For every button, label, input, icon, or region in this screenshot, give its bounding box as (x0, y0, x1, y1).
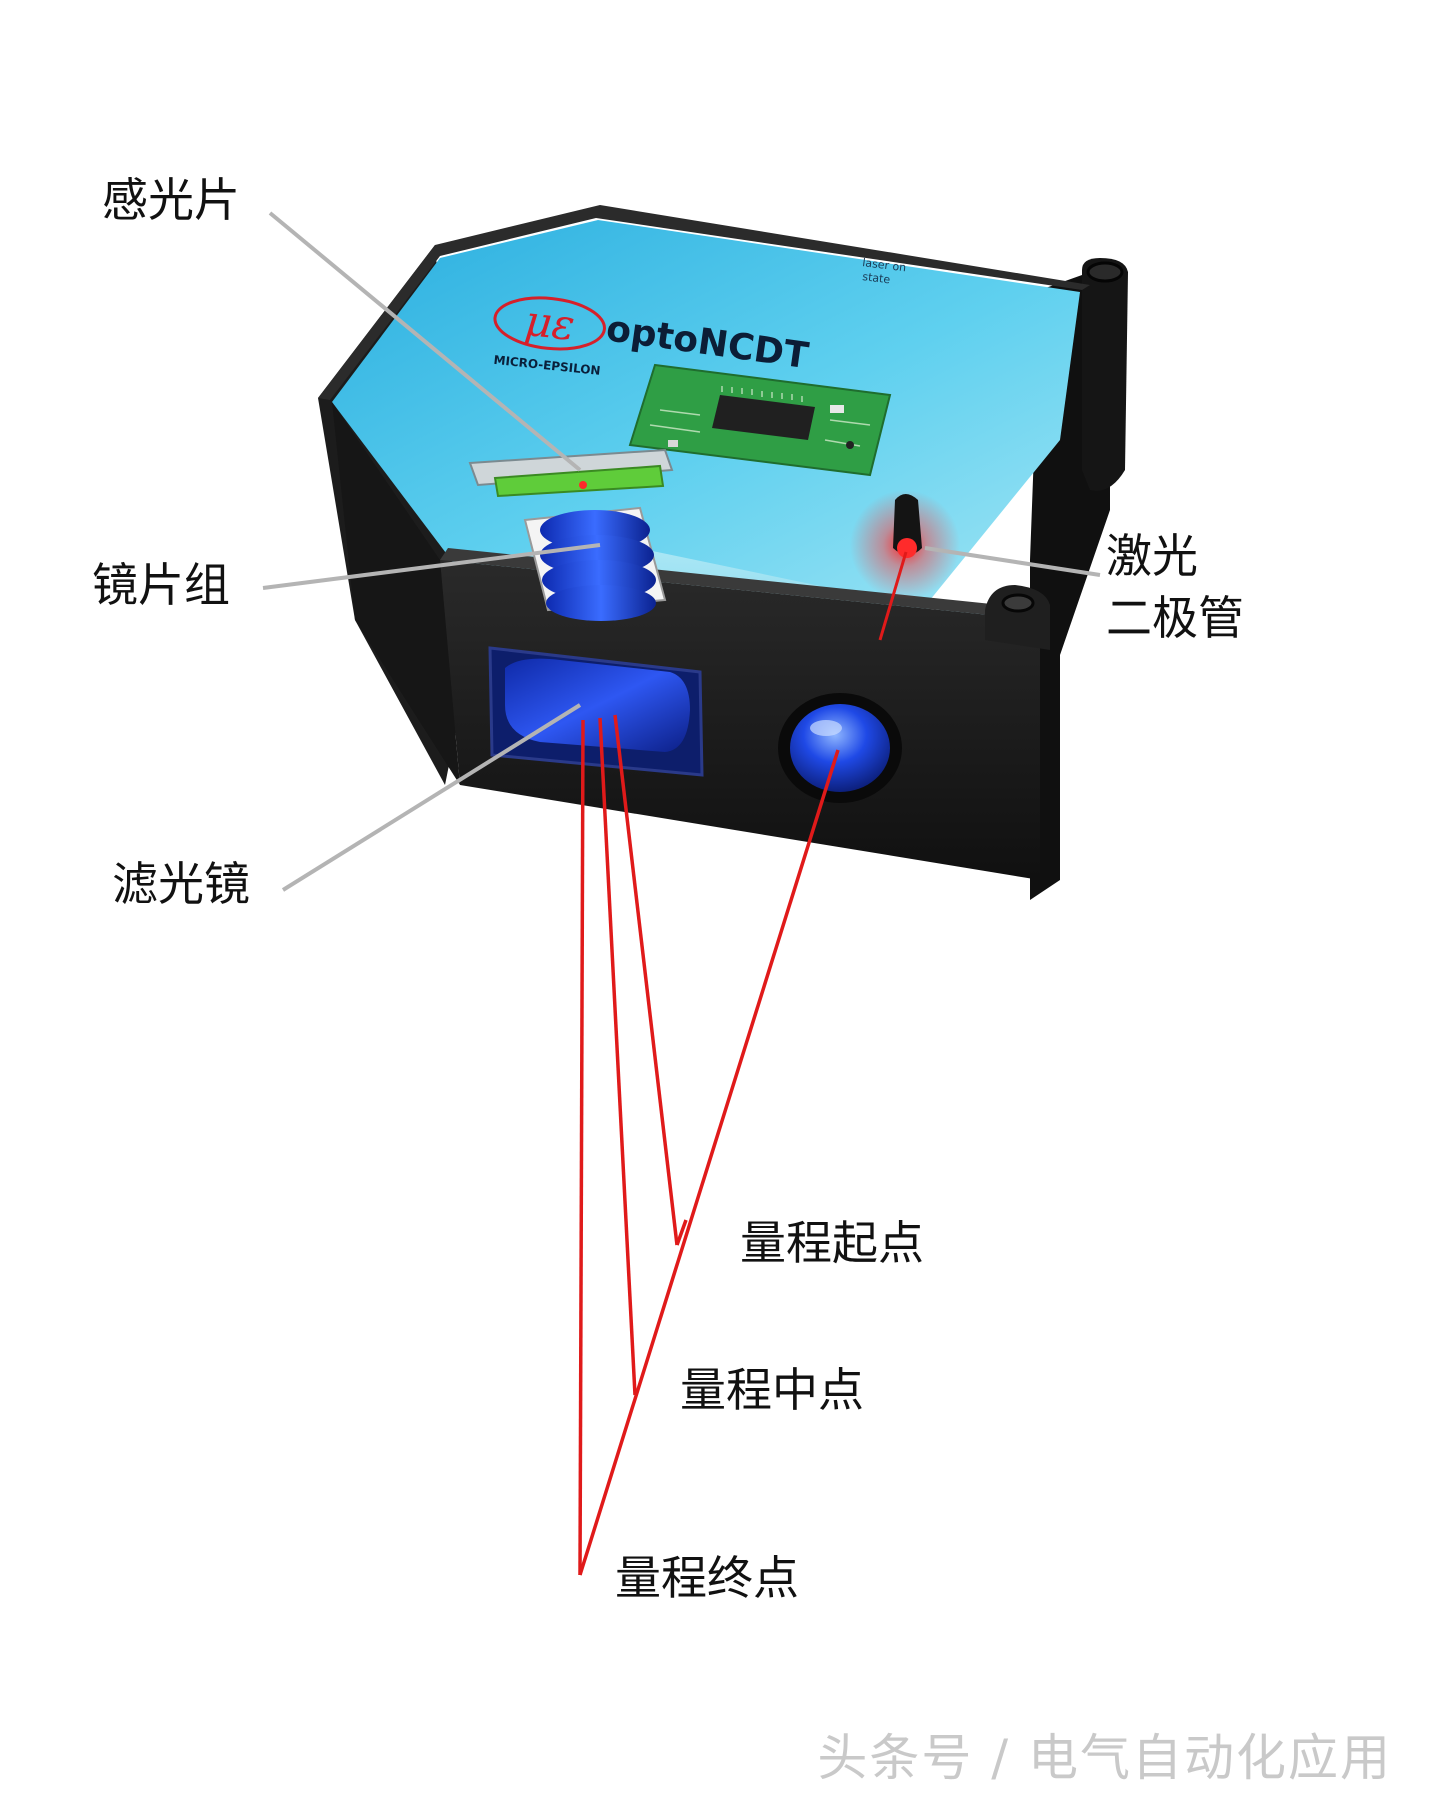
housing-top-rim (318, 205, 1090, 400)
label-filter: 滤光镜 (112, 857, 250, 911)
filter-window (488, 646, 704, 777)
beam-reflected-mid (598, 717, 637, 1396)
led-label-line1: laser on (862, 256, 907, 274)
leader-lines (262, 211, 1101, 892)
mounting-post (1082, 258, 1128, 491)
label-sensor-chip: 感光片 (102, 173, 240, 227)
led-label-line2: state (862, 270, 891, 286)
housing-front-face (440, 560, 1040, 880)
sensor-chip (468, 448, 674, 498)
label-laser-diode-line2: 二极管 (1106, 591, 1244, 645)
mounting-hole-front (1001, 593, 1035, 613)
beam-reflected-end (578, 719, 585, 1576)
emitter-lens (778, 693, 902, 803)
leader-filter (281, 703, 582, 892)
beam-reflected-start (613, 714, 679, 1246)
lens-group (523, 506, 667, 621)
beam-emitted (578, 749, 840, 1576)
laser-diode (850, 490, 960, 600)
label-range-mid: 量程中点 (680, 1363, 864, 1417)
laser-beams (578, 714, 840, 1576)
label-range-start: 量程起点 (740, 1216, 924, 1270)
leader-laser-diode (924, 546, 1101, 577)
watermark: 头条号 / 电气自动化应用 (817, 1729, 1392, 1787)
label-range-end: 量程终点 (615, 1551, 799, 1605)
label-lens-group: 镜片组 (92, 558, 230, 612)
label-laser-diode-line1: 激光 (1106, 529, 1198, 583)
leader-lens-group (262, 543, 601, 590)
brand-logo-text: με (522, 296, 577, 350)
mounting-hole-top (1086, 261, 1124, 283)
emitted-laser-beam (878, 551, 908, 641)
housing-front-bevel (332, 402, 460, 785)
circuit-board (628, 363, 892, 477)
beam-start-segment (675, 1219, 688, 1246)
leader-sensor-chip (268, 211, 582, 472)
sensor-housing: με MICRO-EPSILON optoNCDT laser on state (318, 205, 1128, 900)
